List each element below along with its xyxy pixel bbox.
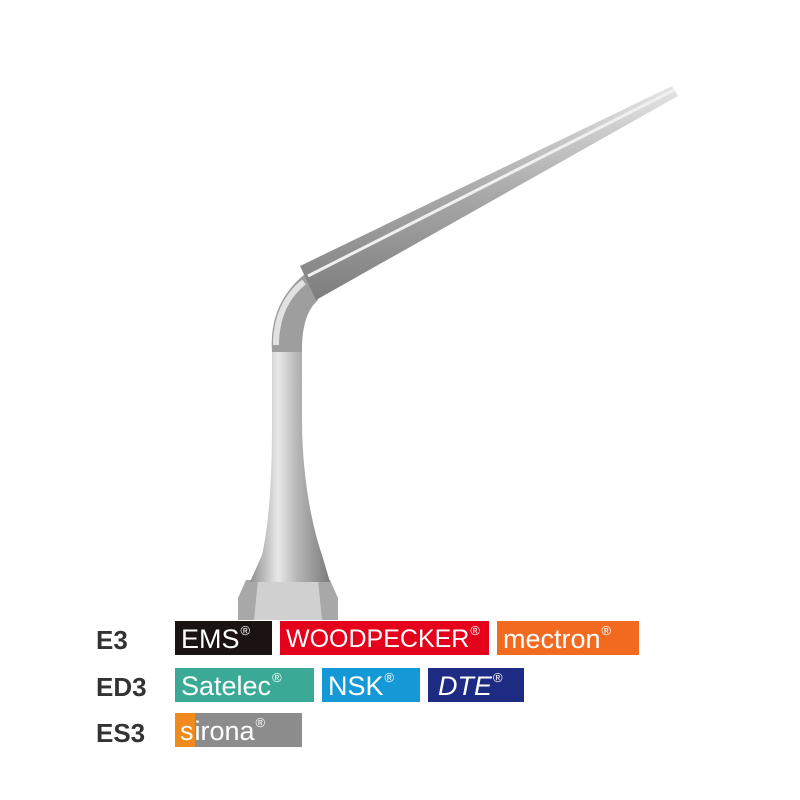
tool-arm: [300, 86, 678, 300]
sirona-prefix: s: [175, 713, 195, 747]
model-code-ed3: ED3: [96, 672, 147, 702]
model-code-es3: ES3: [96, 718, 146, 748]
brand-badge-ems: EMS®: [175, 621, 272, 655]
tool-shaft: [250, 350, 330, 582]
brand-badge-sirona: sirona®: [175, 713, 302, 747]
brand-badge-dte: DTE®: [428, 668, 524, 702]
model-code-e3: E3: [96, 625, 128, 655]
brand-badge-satelec: Satelec®: [175, 668, 314, 702]
brand-badge-nsk: NSK®: [322, 668, 420, 702]
brand-badge-woodpecker: WOODPECKER®: [280, 621, 489, 655]
brand-badge-mectron: mectron®: [497, 621, 639, 655]
